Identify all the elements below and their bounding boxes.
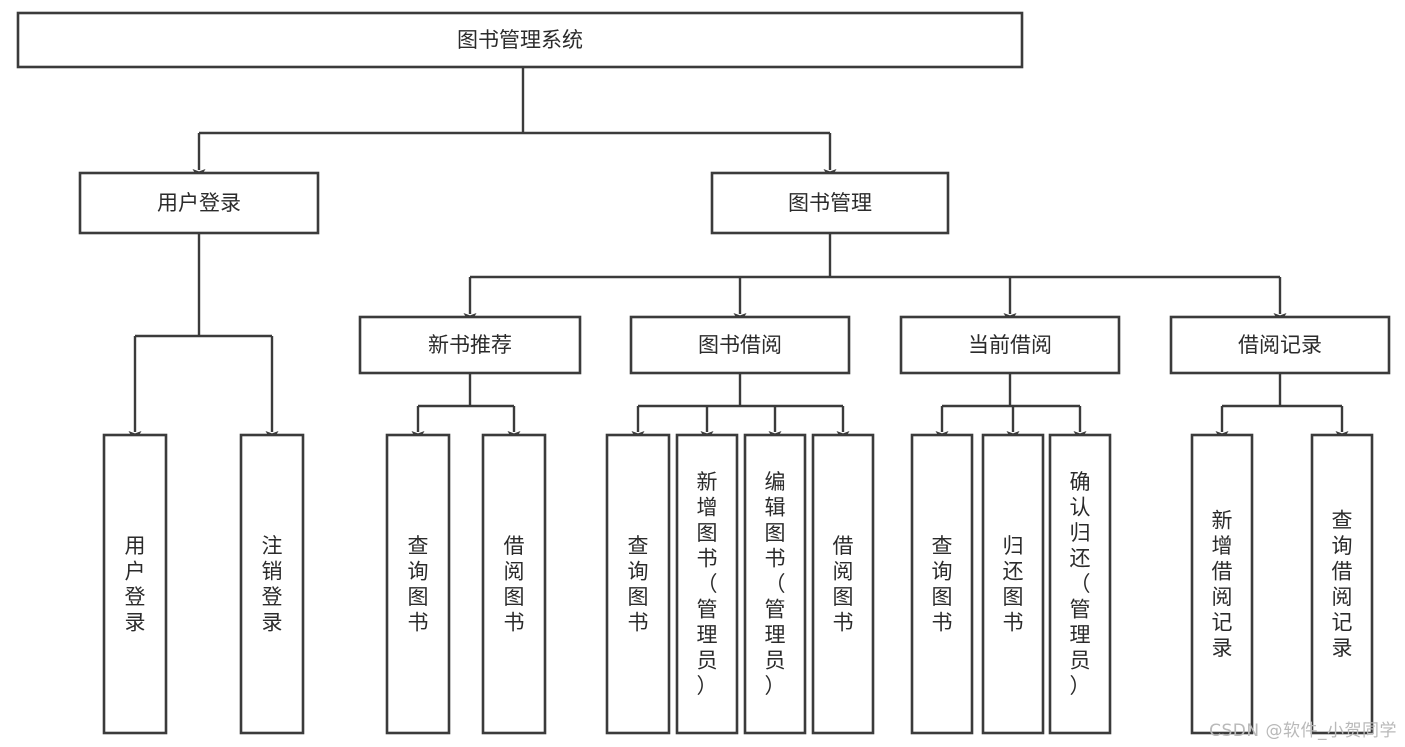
node-leaf[interactable]: 用户登录 xyxy=(102,433,168,735)
node-box xyxy=(102,433,168,735)
node-label: 新增图书（管理员） xyxy=(697,470,718,698)
node-label: 归还图书 xyxy=(1003,534,1024,635)
node-leaf[interactable]: 查询借阅记录 xyxy=(1310,433,1374,735)
node-leaf[interactable]: 归还图书 xyxy=(981,433,1045,735)
node-box xyxy=(358,315,582,375)
node-leaf[interactable]: 确认归还（管理员） xyxy=(1048,433,1112,735)
node-box xyxy=(710,171,950,235)
node-level3[interactable]: 图书借阅 xyxy=(629,315,851,375)
node-leaf[interactable]: 查询图书 xyxy=(605,433,671,735)
node-box xyxy=(481,433,547,735)
node-label: 借阅记录 xyxy=(1238,333,1322,357)
node-label: 查询借阅记录 xyxy=(1332,508,1353,660)
node-leaf[interactable]: 查询图书 xyxy=(385,433,451,735)
node-level2[interactable]: 图书管理 xyxy=(710,171,950,235)
node-label: 图书管理 xyxy=(788,191,872,215)
node-level2[interactable]: 用户登录 xyxy=(78,171,320,235)
node-leaf[interactable]: 编辑图书（管理员） xyxy=(743,433,807,735)
node-box xyxy=(16,11,1024,69)
node-box xyxy=(1048,433,1112,735)
node-label: 查询图书 xyxy=(628,534,649,635)
node-leaf[interactable]: 查询图书 xyxy=(910,433,974,735)
node-label: 借阅图书 xyxy=(504,534,525,635)
node-box xyxy=(385,433,451,735)
node-label: 查询图书 xyxy=(932,534,953,635)
node-label: 用户登录 xyxy=(157,191,241,215)
node-box xyxy=(1190,433,1254,735)
node-box xyxy=(910,433,974,735)
node-leaf[interactable]: 借阅图书 xyxy=(481,433,547,735)
node-label: 查询图书 xyxy=(408,534,429,635)
node-label: 图书管理系统 xyxy=(457,28,583,52)
watermark-text: CSDN @软件_小贺同学 xyxy=(1209,721,1397,741)
node-level3[interactable]: 当前借阅 xyxy=(899,315,1121,375)
node-box xyxy=(605,433,671,735)
node-box xyxy=(743,433,807,735)
node-box xyxy=(981,433,1045,735)
node-leaf[interactable]: 新增图书（管理员） xyxy=(675,433,739,735)
node-box xyxy=(239,433,305,735)
node-box xyxy=(1169,315,1391,375)
node-box xyxy=(811,433,875,735)
node-label: 当前借阅 xyxy=(968,333,1052,357)
node-box xyxy=(675,433,739,735)
node-label: 确认归还（管理员） xyxy=(1070,470,1091,698)
node-label: 借阅图书 xyxy=(833,534,854,635)
node-box xyxy=(629,315,851,375)
node-label: 注销登录 xyxy=(262,534,283,635)
node-label: 新书推荐 xyxy=(428,333,512,357)
node-level3[interactable]: 借阅记录 xyxy=(1169,315,1391,375)
node-leaf[interactable]: 新增借阅记录 xyxy=(1190,433,1254,735)
node-layer: 图书管理系统用户登录图书管理新书推荐图书借阅当前借阅借阅记录用户登录注销登录查询… xyxy=(16,11,1391,735)
node-box xyxy=(899,315,1121,375)
node-label: 编辑图书（管理员） xyxy=(765,470,786,698)
node-root[interactable]: 图书管理系统 xyxy=(16,11,1024,69)
node-leaf[interactable]: 注销登录 xyxy=(239,433,305,735)
node-box xyxy=(78,171,320,235)
node-box xyxy=(1310,433,1374,735)
node-label: 新增借阅记录 xyxy=(1212,508,1233,660)
node-leaf[interactable]: 借阅图书 xyxy=(811,433,875,735)
node-label: 图书借阅 xyxy=(698,333,782,357)
node-level3[interactable]: 新书推荐 xyxy=(358,315,582,375)
connector-layer xyxy=(128,67,1349,442)
node-label: 用户登录 xyxy=(125,534,146,635)
